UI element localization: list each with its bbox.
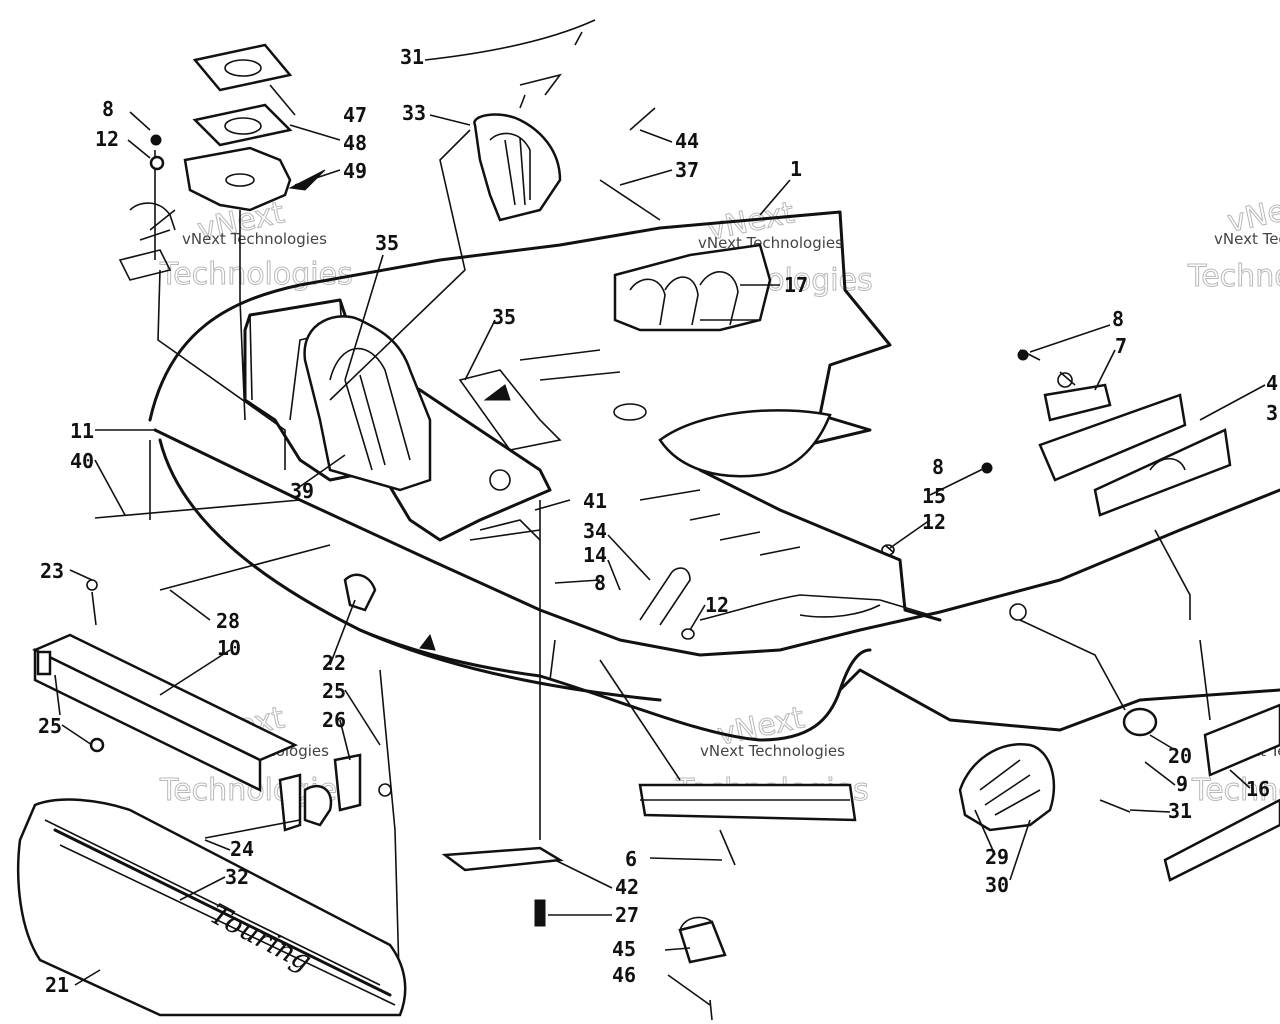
callout-16: 16 — [1246, 777, 1270, 801]
callout-8: 8 — [102, 97, 114, 121]
callout-8: 8 — [1112, 307, 1124, 331]
callout-29: 29 — [985, 845, 1009, 869]
callout-23: 23 — [40, 559, 64, 583]
callout-15: 15 — [922, 484, 946, 508]
callout-45: 45 — [612, 937, 636, 961]
callout-6: 6 — [625, 847, 637, 871]
callout-8: 8 — [932, 455, 944, 479]
callout-11: 11 — [70, 419, 94, 443]
callout-7: 7 — [1115, 334, 1127, 358]
callout-27: 27 — [615, 903, 639, 927]
callout-10: 10 — [217, 636, 241, 660]
side-brackets — [204, 573, 392, 839]
watermark-line2: vNext Technologies — [1214, 230, 1280, 248]
callout-labels: 31 47 8 48 12 49 33 44 37 1 35 17 35 8 7… — [38, 45, 1278, 997]
callout-31: 31 — [1168, 799, 1192, 823]
watermark-line2: vNext Technologies — [698, 234, 843, 252]
callout-20: 20 — [1168, 744, 1192, 768]
mount-plates — [118, 43, 326, 470]
callout-48: 48 — [343, 131, 367, 155]
callout-12: 12 — [705, 593, 729, 617]
callout-44: 44 — [675, 129, 699, 153]
callout-41: 41 — [583, 489, 607, 513]
callout-4: 4 — [1266, 371, 1278, 395]
callout-25: 25 — [322, 679, 346, 703]
watermark-line2: vNext Technologies — [700, 742, 845, 760]
callout-26: 26 — [322, 708, 346, 732]
callout-9: 9 — [1176, 772, 1188, 796]
leader-lines — [61, 84, 1266, 1006]
callout-35: 35 — [492, 305, 516, 329]
callout-49: 49 — [343, 159, 367, 183]
callout-21: 21 — [45, 973, 69, 997]
callout-40: 40 — [70, 449, 94, 473]
callout-3: 3 — [1266, 401, 1278, 425]
callout-37: 37 — [675, 158, 699, 182]
nose-cone: Touring — [16, 798, 407, 1017]
callout-12: 12 — [95, 127, 119, 151]
callout-30: 30 — [985, 873, 1009, 897]
duct-cover — [329, 73, 562, 401]
callout-42: 42 — [615, 875, 639, 899]
callout-34: 34 — [583, 519, 607, 543]
callout-12: 12 — [922, 510, 946, 534]
callout-14: 14 — [583, 543, 607, 567]
callout-35: 35 — [375, 231, 399, 255]
callout-24: 24 — [230, 837, 254, 861]
callout-47: 47 — [343, 103, 367, 127]
watermark-line2: vNext Technologies — [182, 230, 327, 248]
callout-32: 32 — [225, 865, 249, 889]
callout-39: 39 — [290, 479, 314, 503]
callout-25: 25 — [38, 714, 62, 738]
callout-33: 33 — [402, 101, 426, 125]
callout-46: 46 — [612, 963, 636, 987]
lower-parts — [441, 500, 1158, 1021]
watermark-line3: Technologies — [159, 257, 353, 292]
callout-8: 8 — [594, 571, 606, 595]
cables — [94, 19, 661, 591]
chassis-belly-pan — [148, 210, 1280, 1011]
callout-1: 1 — [790, 157, 802, 181]
watermark-line3: Technologies — [1187, 259, 1280, 294]
right-rails — [981, 349, 1280, 882]
watermark-line3: Technologies — [1191, 773, 1280, 808]
front-bumper-bar — [32, 579, 298, 793]
callout-22: 22 — [322, 651, 346, 675]
callout-17: 17 — [784, 273, 808, 297]
callout-28: 28 — [216, 609, 240, 633]
callout-31: 31 — [400, 45, 424, 69]
